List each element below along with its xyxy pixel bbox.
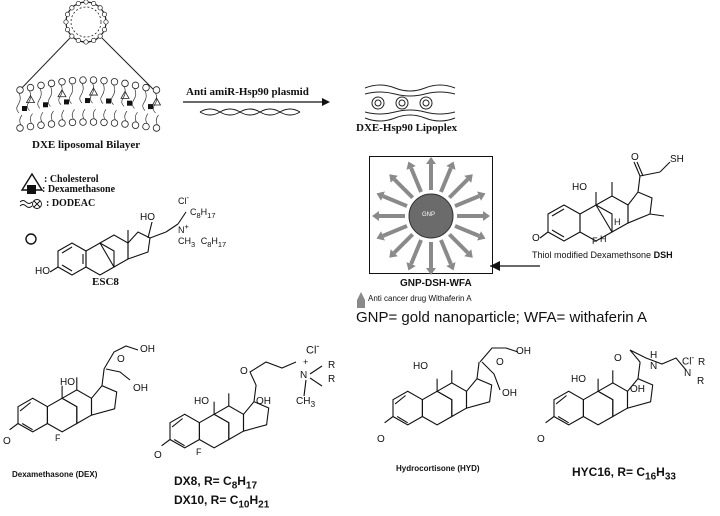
dsh-o-ketone: O — [532, 233, 540, 244]
dx-r1: R — [328, 360, 336, 371]
dx-f: F — [196, 447, 202, 457]
dsh-h2: H — [600, 234, 607, 244]
esc8-label: ESC8 — [92, 276, 119, 288]
definitions-text: GNP= gold nanoparticle; WFA= withaferin … — [356, 309, 647, 326]
hyc-cl: Cl- — [682, 352, 695, 368]
dsh-caption: Thiol modified Dexamethsone DSH — [532, 250, 673, 260]
liposome-headgroups — [63, 0, 109, 45]
hyd-ho: HO — [413, 361, 428, 372]
dx-plus: + — [303, 357, 309, 367]
gnp-core — [408, 193, 454, 239]
bilayer-zoom — [16, 76, 162, 132]
gnp-center-label: GNP — [422, 212, 436, 218]
dx-oh: OH — [256, 396, 271, 407]
hyd-oh-top: OH — [516, 346, 531, 357]
esc8-oh-label: HO — [140, 212, 155, 223]
hyc-h: H — [650, 350, 658, 361]
dodeac-icon — [19, 199, 42, 209]
plasmid-label: Anti amiR-Hsp90 plasmid — [186, 86, 309, 98]
dex-oh-top: OH — [140, 344, 155, 355]
dex-name: Dexamethasone (DEX) — [12, 470, 98, 479]
dex-f: F — [55, 433, 61, 443]
dx-r2: R — [328, 374, 336, 385]
gnp-title: GNP-DSH-WFA — [400, 278, 472, 289]
hyc-o: O — [614, 353, 622, 364]
legend-dexamethasone: : Dexamethasone — [42, 184, 116, 195]
dsh-h1: H — [614, 217, 621, 227]
hyc-r2: R — [697, 376, 705, 387]
dx-o-ketone: O — [154, 450, 162, 461]
hyd-o-ketone: O — [377, 434, 385, 445]
hyc-o-ketone: O — [537, 434, 545, 445]
dx8-name: DX8, R= C8H17 — [174, 474, 258, 492]
esc8-circle-icon — [25, 233, 37, 245]
gnp-arrows — [372, 157, 490, 275]
esc8-n-group: Cl- C8H17 N+ CH3 C8H17 — [178, 193, 227, 249]
dsh-sh: SH — [670, 154, 684, 165]
legend-cholesterol: : Cholesterol — [44, 174, 99, 185]
dex-o-side: O — [117, 354, 125, 365]
wfa-arrow-icon — [357, 292, 365, 308]
dx-o: O — [240, 366, 248, 377]
dx-cl: Cl- — [306, 341, 320, 357]
hyd-o: O — [496, 357, 504, 368]
hyc-ho: HO — [571, 374, 586, 385]
hyc-n: N — [684, 368, 692, 379]
hyd-oh-17: OH — [502, 388, 517, 399]
hyc16-name: HYC16, R= C16H33 — [572, 465, 676, 483]
dsh-pointer-icon — [490, 261, 500, 271]
square-icon — [27, 185, 36, 194]
dex-o-ketone: O — [3, 436, 11, 447]
hyd-name: Hydrocortisone (HYD) — [396, 464, 480, 473]
dsh-o-top: O — [631, 152, 639, 163]
hyc-oh: OH — [630, 384, 645, 395]
dsh-ho: HO — [572, 182, 587, 193]
dex-oh-17: OH — [133, 383, 148, 394]
dx10-name: DX10, R= C10H21 — [174, 493, 270, 511]
dsh-f: F — [592, 236, 598, 246]
hyc-r1: R — [698, 357, 706, 368]
lipoplex-label: DXE-Hsp90 Lipoplex — [356, 122, 458, 134]
bilayer-label: DXE liposomal Bilayer — [32, 139, 141, 151]
dx-n: N — [300, 370, 308, 381]
wfa-note: Anti cancer drug Withaferin A — [368, 294, 472, 303]
dx-ho: HO — [194, 396, 209, 407]
legend-dodeac: : DODEAC — [46, 198, 96, 209]
esc8-ho-label: HO — [35, 266, 50, 277]
dex-ho: HO — [60, 377, 75, 388]
dx-ch3: CH3 — [296, 396, 316, 409]
hyc-n-amide: N — [650, 361, 658, 372]
